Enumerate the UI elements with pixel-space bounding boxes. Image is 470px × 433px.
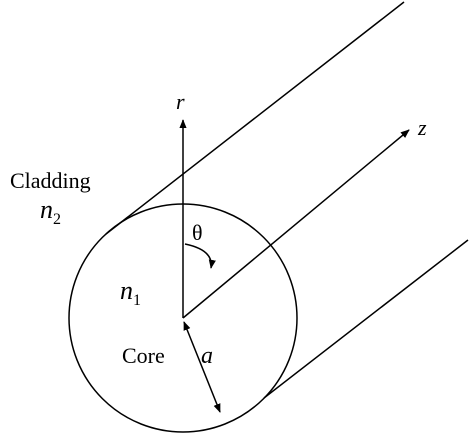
cylinder-upper-edge xyxy=(105,1,405,235)
theta-arc xyxy=(184,243,216,269)
theta-label: θ xyxy=(192,220,203,245)
core-label: Core xyxy=(122,343,165,368)
n1-label: n1 xyxy=(120,276,141,309)
n2-label: n2 xyxy=(40,195,61,228)
z-axis-label: z xyxy=(417,115,427,140)
cladding-label: Cladding xyxy=(10,168,91,193)
radius-arrow xyxy=(183,321,221,413)
r-axis-label: r xyxy=(176,89,185,114)
radius-label: a xyxy=(201,343,213,369)
cylinder-lower-edge xyxy=(263,239,469,399)
z-axis xyxy=(182,129,410,319)
